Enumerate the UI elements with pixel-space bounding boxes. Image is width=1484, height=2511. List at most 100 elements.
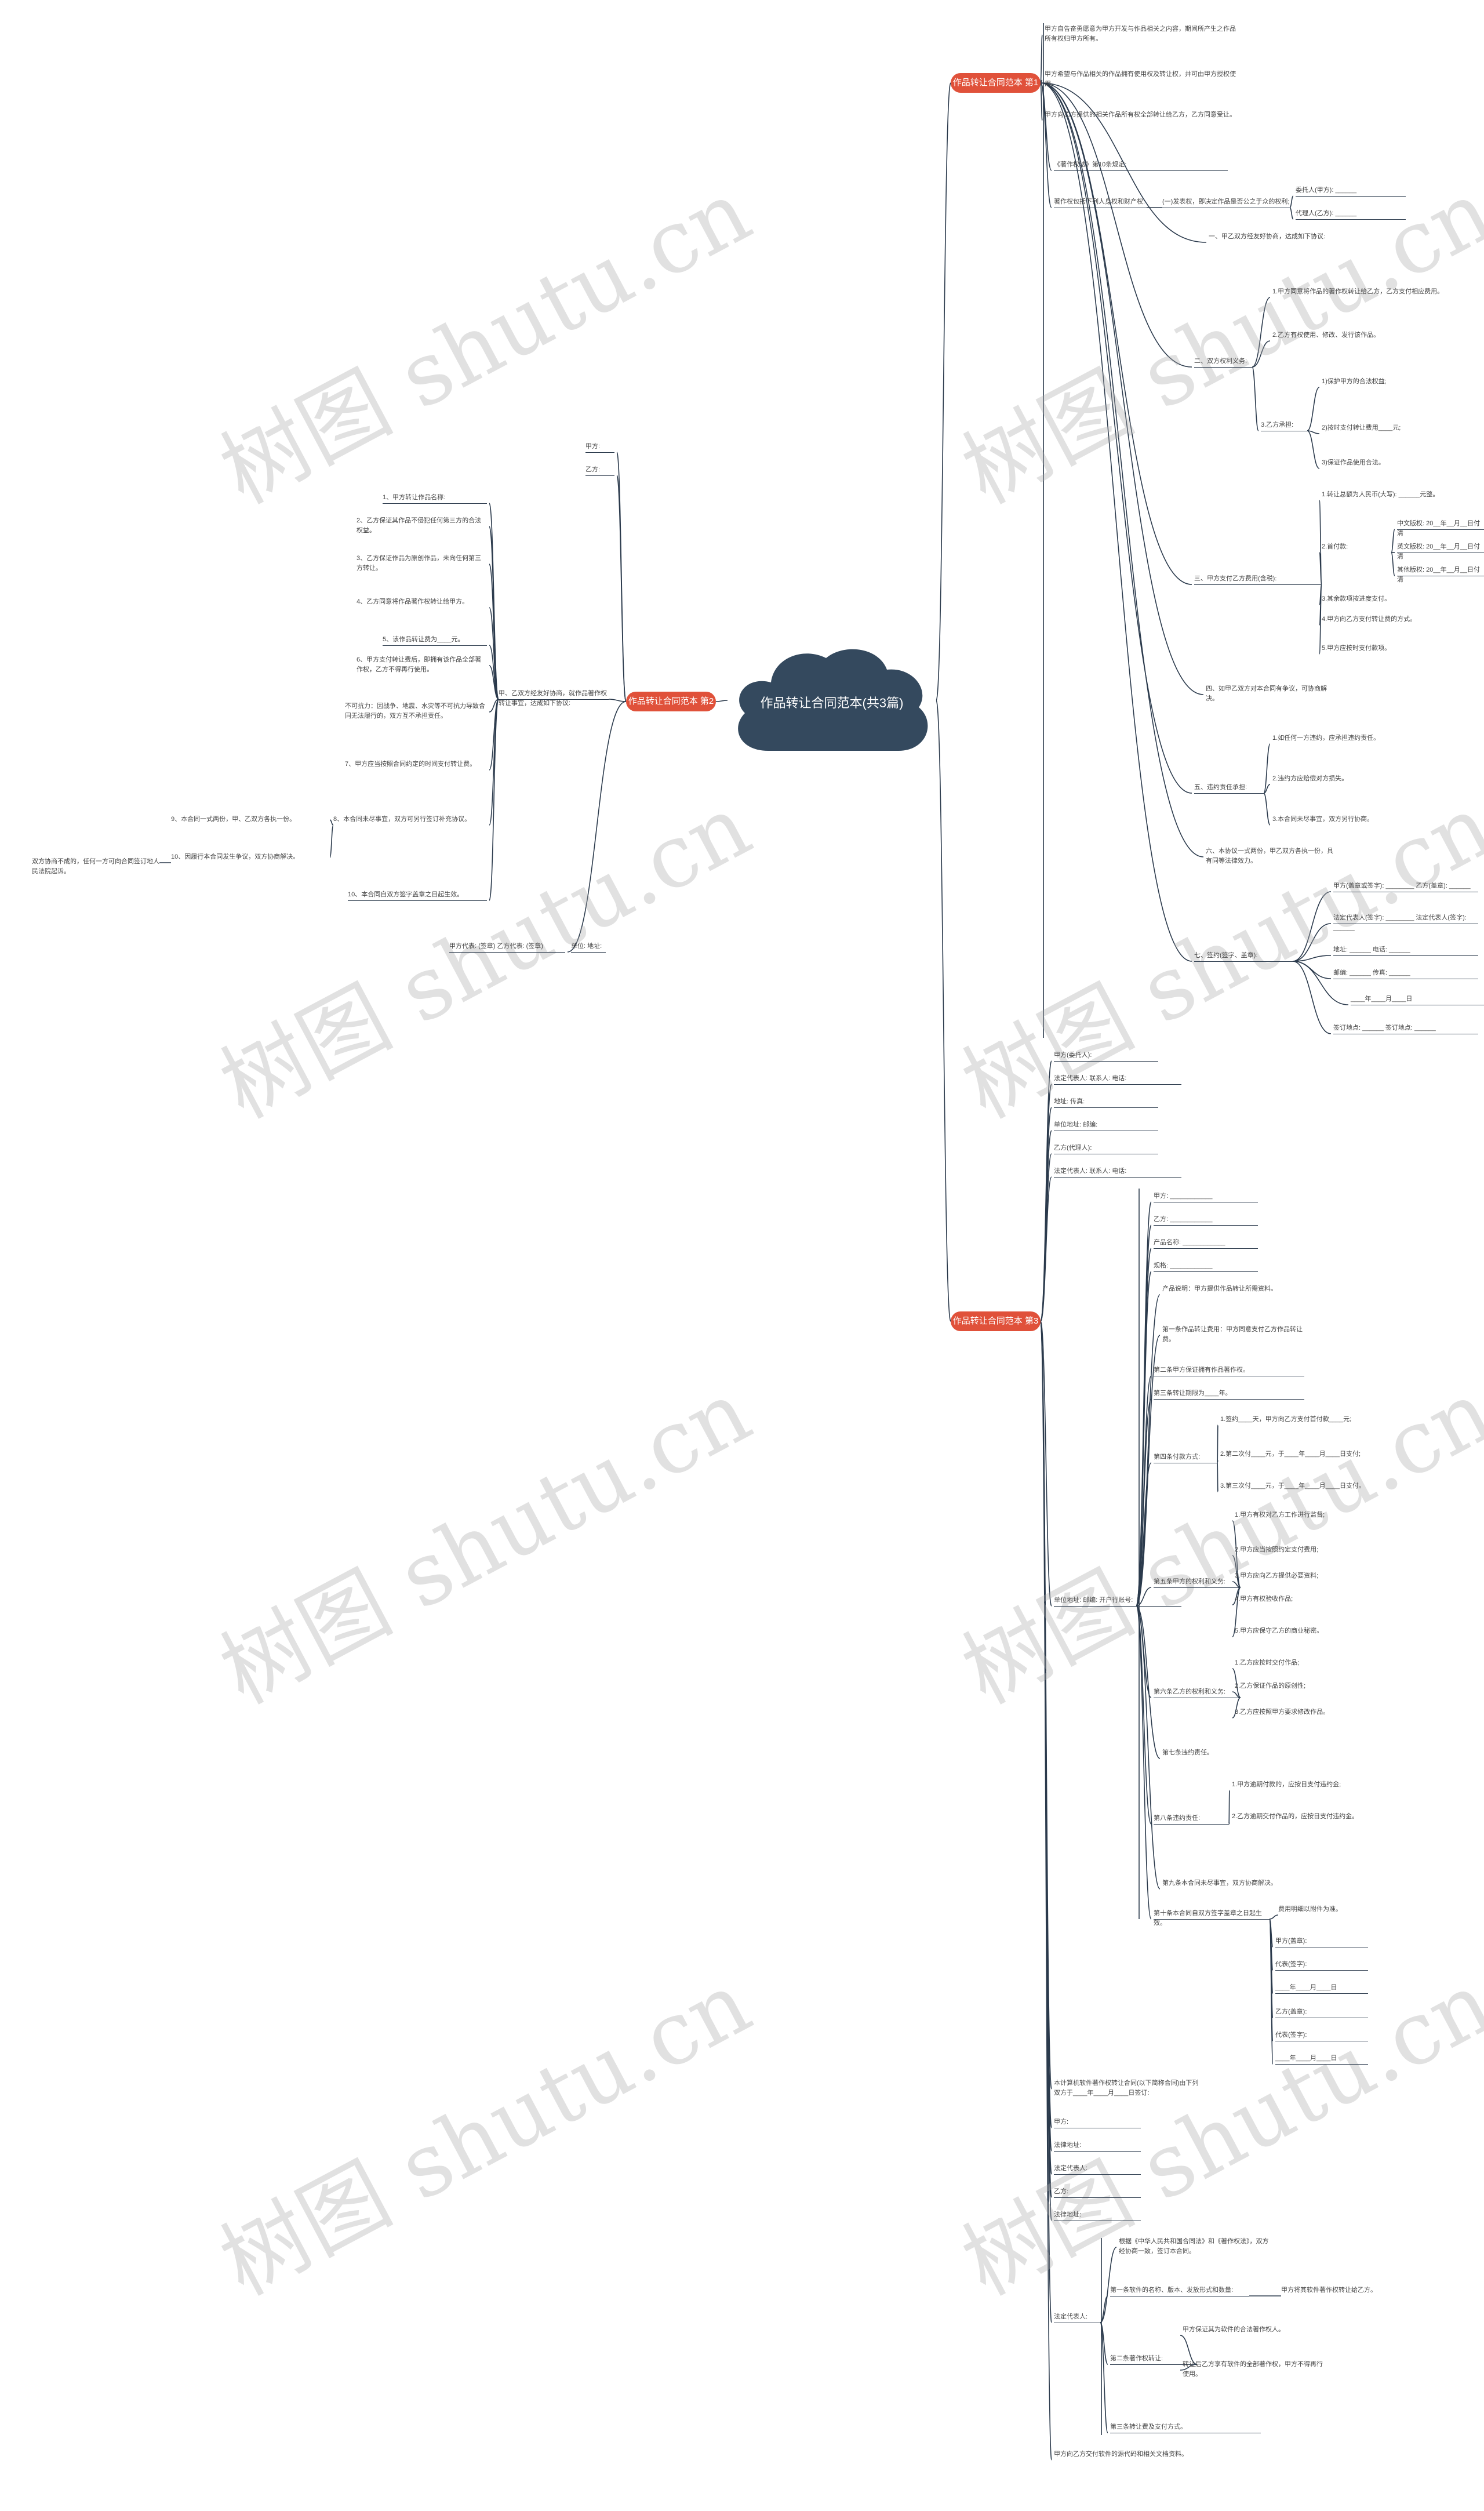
node-b2-item-2[interactable]: 2、乙方保证其作品不侵犯任何第三方的合法权益。: [357, 517, 482, 534]
node-b1-sig-6[interactable]: 签订地点: ______ 签订地点: ______: [1333, 1024, 1436, 1031]
node-b1-sig-5[interactable]: ____年____月____日: [1351, 995, 1413, 1002]
node-b3-clause-4[interactable]: 第三条转让期限为____年。: [1154, 1390, 1232, 1397]
node-b1-s2-item-2[interactable]: 2.乙方有权使用、修改、发行该作品。: [1272, 332, 1380, 339]
node-b3-rep-item-3[interactable]: 第二条著作权转让:: [1110, 2355, 1163, 2362]
node-b1-s4-intro[interactable]: 四、如甲乙双方对本合同有争议，可协商解决。: [1206, 685, 1327, 702]
node-b1-s3-item-2[interactable]: 2.首付款:: [1322, 543, 1348, 550]
node-b3-s10-sub[interactable]: 费用明细以附件为准。: [1278, 1906, 1342, 1913]
node-b1-s2-sub-3[interactable]: 3)保证作品使用合法。: [1322, 459, 1385, 466]
branch-part-2[interactable]: 作品转让合同范本 第2篇: [626, 692, 716, 726]
node-b2-sign-a[interactable]: 甲方代表: (签章) 乙方代表: (签章): [449, 943, 543, 950]
node-b2-item-7[interactable]: 不可抗力：因战争、地震、水灾等不可抗力导致合同无法履行的，双方互不承担责任。: [345, 703, 485, 719]
node-b3-extra-4[interactable]: 法定代表人:: [1054, 2165, 1088, 2172]
node-b1-s3-sub-1[interactable]: 中文版权: 20__年__月__日付清: [1397, 520, 1481, 537]
node-b1-s2-item-3[interactable]: 3.乙方承担:: [1261, 421, 1294, 428]
node-b1-s2[interactable]: 二、双方权利义务:: [1194, 358, 1247, 365]
branch-part-3[interactable]: 作品转让合同范本 第3篇: [951, 1311, 1041, 1346]
node-b2-sub-1[interactable]: 9、本合同一式两份，甲、乙双方各执一份。: [171, 816, 296, 823]
node-b2-party-a[interactable]: 甲方:: [585, 443, 601, 450]
node-b1-s4-item-3[interactable]: 3.本合同未尽事宜，双方另行协商。: [1272, 816, 1374, 823]
node-b1-main-sub[interactable]: (一)发表权，即决定作品是否公之于众的权利;: [1162, 198, 1290, 205]
node-b3-unit-line[interactable]: 单位地址: 邮编: 开户行账号:: [1054, 1597, 1133, 1604]
node-b1-s3[interactable]: 三、甲方支付乙方费用(含税):: [1194, 575, 1277, 582]
node-b2-sign-b[interactable]: 单位: 地址:: [571, 943, 602, 950]
node-b3-sig-5[interactable]: 代表(签字):: [1275, 2032, 1307, 2038]
node-b1-s3-item-1[interactable]: 1.转让总额为人民币(大写): ______元整。: [1322, 491, 1439, 498]
root-title[interactable]: 作品转让合同范本(共3篇): [760, 696, 904, 710]
node-b1-s1[interactable]: 一、甲乙双方经友好协商，达成如下协议:: [1209, 233, 1326, 240]
node-b3-header-4[interactable]: 单位地址: 邮编:: [1054, 1121, 1098, 1128]
node-b2-item-4[interactable]: 4、乙方同意将作品著作权转让给甲方。: [357, 598, 469, 605]
node-b3-field-1[interactable]: 甲方: ____________: [1154, 1193, 1213, 1200]
node-b1-s6[interactable]: 七、签约(签字、盖章):: [1194, 952, 1258, 959]
node-b3-rep-item-4[interactable]: 第三条转让费及支付方式。: [1110, 2423, 1187, 2430]
node-b3-rep-item-2[interactable]: 第一条软件的名称、版本、发放形式和数量:: [1110, 2287, 1234, 2294]
node-b3-s8-item-2[interactable]: 2.乙方逾期交付作品的，应按日支付违约金。: [1232, 1813, 1359, 1820]
node-b3-s6-item-1[interactable]: 1.乙方应按时交付作品;: [1235, 1659, 1300, 1666]
node-b3-rep-sub-2[interactable]: 甲方保证其为软件的合法著作权人。: [1183, 2326, 1285, 2333]
node-b1-intro-2[interactable]: 甲方希望与作品相关的作品拥有使用权及转让权，并可由甲方授权使用。: [1045, 71, 1236, 88]
node-b2-party-b[interactable]: 乙方:: [585, 466, 601, 473]
branch-part-1[interactable]: 作品转让合同范本 第1篇: [951, 73, 1041, 107]
node-b3-sig-2[interactable]: 代表(签字):: [1275, 1961, 1307, 1968]
node-b1-s2-sub-2[interactable]: 2)按时支付转让费用____元;: [1322, 424, 1401, 431]
node-b1-s3-sub-2[interactable]: 英文版权: 20__年__月__日付清: [1397, 543, 1481, 560]
node-b1-s3-sub-3[interactable]: 其他版权: 20__年__月__日付清: [1397, 566, 1481, 583]
node-b3-field-4[interactable]: 规格: ____________: [1154, 1262, 1213, 1269]
node-b3-rep-sub-1[interactable]: 甲方将其软件著作权转让给乙方。: [1281, 2287, 1377, 2294]
node-b3-clause-5[interactable]: 第四条付款方式:: [1154, 1453, 1201, 1460]
node-b1-sig-3[interactable]: 地址: ______ 电话: ______: [1333, 946, 1410, 953]
node-b1-main[interactable]: 著作权包括下列人身权和财产权:: [1054, 198, 1145, 205]
node-b3-s7[interactable]: 第七条违约责任。: [1162, 1749, 1213, 1756]
node-b1-sig-4[interactable]: 邮编: ______ 传真: ______: [1333, 969, 1410, 976]
node-b3-s5-item-2[interactable]: 2.甲方应当按照约定支付费用;: [1235, 1546, 1319, 1553]
node-b3-s5-item-5[interactable]: 5.甲方应保守乙方的商业秘密。: [1235, 1627, 1323, 1634]
node-b3-payment-2[interactable]: 2.第二次付____元，于____年____月____日支付;: [1220, 1451, 1361, 1458]
node-b2-item-8[interactable]: 7、甲方应当按照合同约定的时间支付转让费。: [345, 761, 477, 768]
node-b2-item-6[interactable]: 6、甲方支付转让费后，即拥有该作品全部著作权，乙方不得再行使用。: [357, 656, 482, 673]
node-b3-s6[interactable]: 第六条乙方的权利和义务:: [1154, 1688, 1226, 1695]
node-b3-rep[interactable]: 法定代表人:: [1054, 2313, 1088, 2320]
node-b3-s6-item-2[interactable]: 2.乙方保证作品的原创性;: [1235, 1683, 1306, 1689]
node-b3-extra-5[interactable]: 乙方:: [1054, 2188, 1069, 2195]
node-b1-sig-1[interactable]: 甲方(盖章或签字): ________ 乙方(盖章): ______: [1333, 882, 1471, 889]
node-b3-sig-3[interactable]: ____年____月____日: [1275, 1984, 1337, 1991]
node-b2-item-10[interactable]: 10、本合同自双方签字盖章之日起生效。: [348, 891, 464, 898]
node-b3-clause-2[interactable]: 第一条作品转让费用：甲方同意支付乙方作品转让费。: [1162, 1326, 1303, 1343]
node-b3-sig-6[interactable]: ____年____月____日: [1275, 2055, 1337, 2062]
node-b3-payment-3[interactable]: 3.第三次付____元，于____年____月____日支付。: [1220, 1482, 1366, 1489]
node-b1-intro-3[interactable]: 甲方向乙方提供的相关作品所有权全部转让给乙方，乙方同意受让。: [1045, 111, 1236, 118]
node-b3-extra-6[interactable]: 法律地址:: [1054, 2211, 1082, 2218]
node-b1-party-a[interactable]: 委托人(甲方): ______: [1296, 187, 1357, 194]
node-b2-item-5[interactable]: 5、该作品转让费为____元。: [383, 636, 464, 643]
node-b1-s2-sub-1[interactable]: 1)保护甲方的合法权益;: [1322, 378, 1387, 385]
node-b3-extra-3[interactable]: 法律地址:: [1054, 2142, 1082, 2149]
node-b1-s2-item-1[interactable]: 1.甲方同意将作品的著作权转让给乙方，乙方支付相应费用。: [1272, 288, 1444, 295]
node-b3-s5-item-4[interactable]: 4.甲方有权验收作品;: [1235, 1596, 1293, 1602]
node-b3-s6-item-3[interactable]: 3.乙方应按照甲方要求修改作品。: [1235, 1709, 1330, 1716]
node-b1-s4-item-2[interactable]: 2.违约方应赔偿对方损失。: [1272, 775, 1348, 782]
node-b1-sig-2[interactable]: 法定代表人(签字): ________ 法定代表人(签字): ______: [1333, 914, 1468, 931]
node-b3-extra-2[interactable]: 甲方:: [1054, 2118, 1069, 2125]
node-b3-sig-1[interactable]: 甲方(盖章):: [1275, 1938, 1307, 1945]
node-b3-s8-item-1[interactable]: 1.甲方逾期付款的，应按日支付违约金;: [1232, 1781, 1341, 1788]
node-b2-sub-2[interactable]: 10、因履行本合同发生争议，双方协商解决。: [171, 853, 300, 860]
node-b1-s4-item-1[interactable]: 1.如任何一方违约，应承担违约责任。: [1272, 735, 1380, 742]
node-b2-item-9[interactable]: 8、本合同未尽事宜，双方可另行签订补充协议。: [333, 816, 471, 823]
node-b3-clause-3[interactable]: 第二条甲方保证拥有作品著作权。: [1154, 1367, 1249, 1373]
node-b2-item-1[interactable]: 1、甲方转让作品名称:: [383, 494, 446, 501]
node-b3-rep-sub-3[interactable]: 转让后乙方享有软件的全部著作权，甲方不得再行使用。: [1183, 2361, 1323, 2378]
node-b3-footer[interactable]: 甲方向乙方交付软件的源代码和相关文档资料。: [1054, 2451, 1188, 2458]
node-b2-main[interactable]: 甲、乙双方经友好协商，就作品著作权转让事宜，达成如下协议:: [499, 690, 607, 707]
node-b3-header-6[interactable]: 法定代表人: 联系人: 电话:: [1054, 1168, 1127, 1175]
node-b3-header-3[interactable]: 地址: 传真:: [1054, 1098, 1085, 1105]
node-b2-item-3[interactable]: 3、乙方保证作品为原创作品，未向任何第三方转让。: [357, 555, 482, 572]
node-b1-title[interactable]: 《著作权法》第10条规定:: [1054, 161, 1127, 168]
node-b1-s4[interactable]: 五、违约责任承担:: [1194, 784, 1247, 791]
node-b3-payment-1[interactable]: 1.签约____天，甲方向乙方支付首付款____元;: [1220, 1416, 1352, 1423]
node-b3-s9[interactable]: 第九条本合同未尽事宜，双方协商解决。: [1162, 1880, 1277, 1887]
node-b3-sig-4[interactable]: 乙方(盖章):: [1275, 2008, 1307, 2015]
node-b1-intro-1[interactable]: 甲方自告奋勇愿意为甲方开发与作品相关之内容，期间所产生之作品所有权归甲方所有。: [1045, 26, 1236, 42]
node-b3-field-2[interactable]: 乙方: ____________: [1154, 1216, 1213, 1223]
node-b3-s8[interactable]: 第八条违约责任:: [1154, 1815, 1201, 1822]
